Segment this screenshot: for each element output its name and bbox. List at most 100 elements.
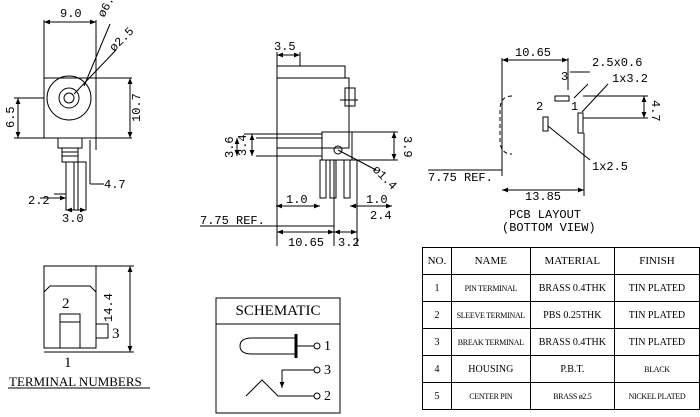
pcb-layout [428,57,648,196]
bom-header-no: NO. [422,247,452,275]
side-dim-32: 3.2 [338,236,360,250]
terminal-body [43,265,97,349]
terminal-ridge [43,285,97,293]
front-pin-left [65,161,75,211]
bom-finish: TIN PLATED [613,274,700,302]
pcb-subtitle: (BOTTOM VIEW) [502,221,596,235]
bom-name: SLEEVE TERMINAL [450,301,531,329]
pcb-pin-1: 1 [571,100,578,114]
bom-finish: BLACK [613,355,700,383]
bom-material: BRASS ø2.5 [529,382,615,410]
front-dim-center: 6.5 [4,106,18,128]
side-notch [344,87,356,107]
bom-name: BREAK TERMINAL [450,328,531,356]
bom-header-material: MATERIAL [529,247,615,275]
bom-no: 1 [422,274,452,302]
side-dim-36: 3.6 [223,136,237,158]
schematic-frame [215,297,341,414]
pcb-outline [499,95,513,155]
terminal-title: TERMINAL NUMBERS [9,374,142,389]
schematic [215,297,341,414]
bom-no: 3 [422,328,452,356]
table-row: 2 SLEEVE TERMINAL PBS 0.25THK TIN PLATED [422,301,700,329]
terminal-pin-2: 2 [62,296,70,312]
schematic-pin-1: 1 [324,339,331,354]
terminal-slot [59,313,81,349]
front-spring [61,147,79,163]
side-dim-1065: 10.65 [288,236,324,250]
bom-material: BRASS 0.4THK [529,328,615,356]
pcb-dim-slot-right: 1x3.2 [612,72,648,86]
pcb-slot-1 [577,112,584,134]
side-leg-1 [319,159,327,199]
pcb-dim-1385: 13.85 [525,190,561,204]
side-dim-10b: 1.0 [366,193,388,207]
side-dim-39: 3.9 [400,136,414,158]
bom-header-finish: FINISH [613,247,700,275]
schematic-plug [239,337,296,355]
pcb-pin-3: 3 [561,70,568,84]
side-dim-hole: ø1.4 [369,163,399,193]
front-base [57,137,83,149]
outer-ring [46,75,92,121]
terminal-dim-144: 14.4 [102,293,116,322]
side-top-plate [276,65,346,79]
bom-no: 4 [422,355,452,383]
side-dim-34: 3.4 [236,134,250,156]
bom-finish: TIN PLATED [613,301,700,329]
pcb-slot-3 [554,95,570,102]
bom-header-row: NO. NAME MATERIAL FINISH [422,247,700,275]
table-row: 4 HOUSING P.B.T. BLACK [422,355,700,383]
side-view [200,52,398,246]
bom-no: 5 [422,382,452,410]
bom-name: PIN TERMINAL [450,274,531,302]
table-row: 3 BREAK TERMINAL BRASS 0.4THK TIN PLATED [422,328,700,356]
center-pin [63,92,75,104]
bom-table: NO. NAME MATERIAL FINISH 1 PIN TERMINAL … [422,247,700,410]
table-row: 1 PIN TERMINAL BRASS 0.4THK TIN PLATED [422,274,700,302]
schematic-sleeve [245,379,314,397]
schematic-pin-3: 3 [324,363,331,378]
pcb-dim-slot-mid: 1x2.5 [592,160,628,174]
terminal-view [8,265,150,389]
bom-finish: NICKEL PLATED [613,382,700,410]
bom-material: P.B.T. [529,355,615,383]
front-dim-pin-offset: 4.7 [104,178,126,192]
bom-header-name: NAME [450,247,531,275]
pcb-pin-2: 2 [536,100,543,114]
front-dim-pitch: 3.0 [62,212,84,226]
side-dim-ref: 7.75 REF. [200,214,265,228]
bom-no: 2 [422,301,452,329]
side-dim-10a: 1.0 [286,193,308,207]
side-leg-2 [329,159,337,199]
bom-material: PBS 0.25THK [529,301,615,329]
side-leg-3 [343,159,351,199]
front-dim-width: 9.0 [60,7,82,21]
table-row: 5 CENTER PIN BRASS ø2.5 NICKEL PLATED [422,382,700,410]
side-body [276,77,350,149]
pcb-dim-slot-top: 2.5x0.6 [592,56,642,70]
terminal-pin-3: 3 [112,326,120,342]
bom-material: BRASS 0.4THK [529,274,615,302]
bom-name: HOUSING [450,355,531,383]
terminal-side-pin [95,323,109,339]
front-dim-left: 2.2 [28,194,50,208]
front-pin-right [77,161,87,211]
pcb-slot-2 [542,116,549,132]
front-dim-outer-dia: ø6.4 [95,0,121,20]
front-dim-height: 10.7 [130,93,144,122]
bom-name: CENTER PIN [450,382,531,410]
pcb-dim-1065: 10.65 [515,46,551,60]
front-view [14,19,133,213]
terminal-pin-1: 1 [64,355,72,371]
side-hole [333,145,343,155]
bom-finish: TIN PLATED [613,328,700,356]
side-dim-top: 3.5 [274,40,296,54]
pcb-title: PCB LAYOUT [509,208,581,222]
pcb-dim-ref: 7.75 REF. [428,171,493,185]
side-dim-24: 2.4 [370,209,392,223]
pcb-dim-47: 4.7 [648,100,662,122]
schematic-title: SCHEMATIC [235,303,321,319]
front-dim-pin-dia: ø2.5 [107,25,137,55]
